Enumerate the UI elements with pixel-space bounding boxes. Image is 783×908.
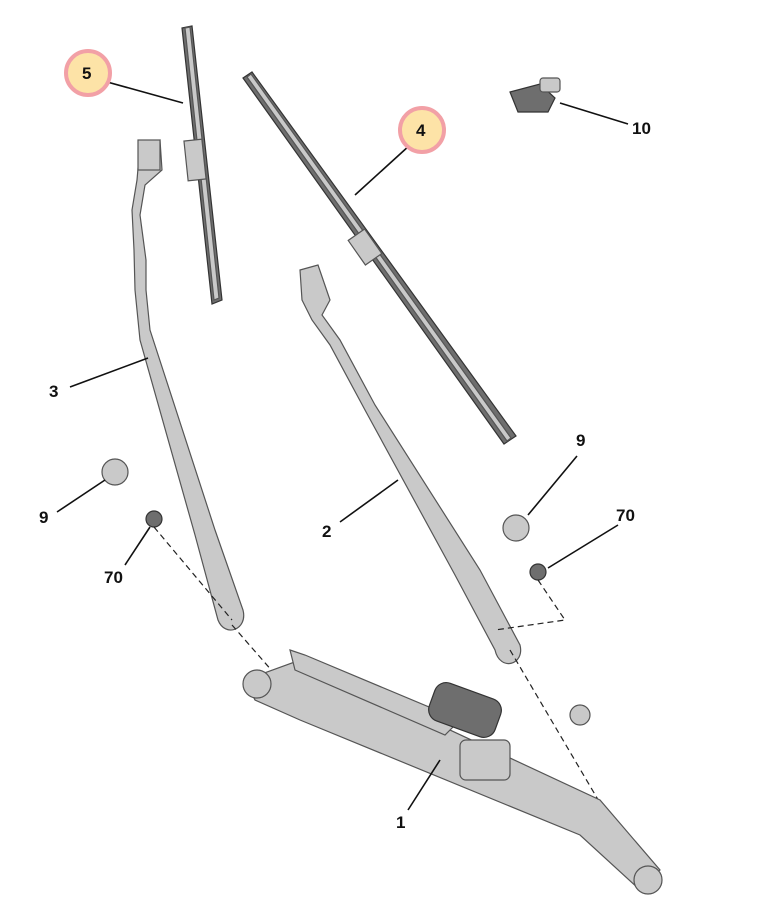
callout-10[interactable]: 10	[632, 119, 651, 138]
cap-9-right[interactable]	[502, 514, 530, 542]
callout-5-highlight	[64, 49, 112, 97]
callout-1[interactable]: 1	[396, 813, 405, 832]
wiper-arm-2[interactable]	[299, 264, 522, 665]
callout-5[interactable]: 5	[82, 64, 91, 83]
sensor-10[interactable]	[509, 77, 561, 113]
callout-3[interactable]: 3	[49, 382, 58, 401]
wiper-linkage-1[interactable]	[242, 649, 663, 895]
wiper-blade-4[interactable]	[242, 71, 517, 445]
callout-2[interactable]: 2	[322, 522, 331, 541]
callout-4[interactable]: 4	[416, 121, 426, 140]
callout-9-left[interactable]: 9	[39, 508, 48, 527]
callout-70-left[interactable]: 70	[104, 568, 123, 587]
callout-4-highlight	[398, 106, 446, 154]
cap-9-left[interactable]	[101, 458, 129, 486]
callout-9-right[interactable]: 9	[576, 431, 585, 450]
nut-70-left[interactable]	[145, 510, 163, 528]
nut-70-right[interactable]	[529, 563, 547, 581]
callout-70-right[interactable]: 70	[616, 506, 635, 525]
wiper-blade-5[interactable]	[181, 25, 223, 305]
wiper-arm-3[interactable]	[131, 139, 245, 631]
